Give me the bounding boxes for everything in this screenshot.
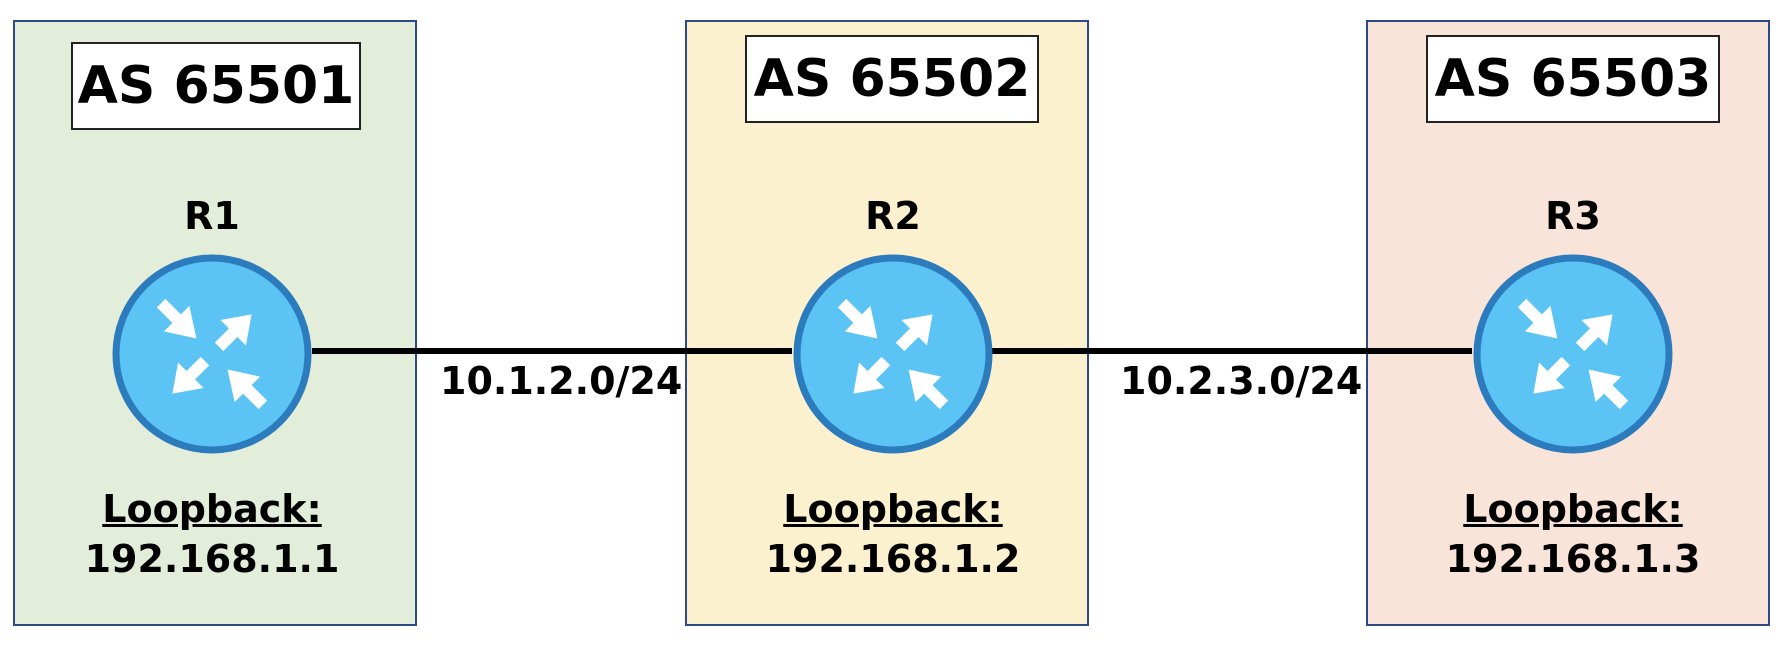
- as-label: AS 65503: [1426, 35, 1720, 123]
- loopback-info: Loopback: 192.168.1.2: [743, 484, 1043, 584]
- loopback-ip: 192.168.1.1: [84, 537, 340, 581]
- router-name: R1: [184, 194, 240, 238]
- loopback-info: Loopback: 192.168.1.1: [62, 484, 362, 584]
- router-icon: [1471, 252, 1675, 456]
- loopback-title: Loopback:: [1463, 487, 1683, 531]
- loopback-title: Loopback:: [783, 487, 1003, 531]
- subnet-label: 10.2.3.0/24: [1120, 359, 1363, 403]
- loopback-ip: 192.168.1.2: [765, 537, 1021, 581]
- router-name: R2: [865, 194, 921, 238]
- as-label: AS 65502: [745, 35, 1039, 123]
- loopback-info: Loopback: 192.168.1.3: [1423, 484, 1723, 584]
- as-label: AS 65501: [71, 42, 361, 130]
- router-icon: [791, 252, 995, 456]
- link-r2-r3: [992, 348, 1472, 354]
- router-icon: [110, 252, 314, 456]
- link-r1-r2: [312, 348, 792, 354]
- loopback-ip: 192.168.1.3: [1445, 537, 1701, 581]
- router-name: R3: [1545, 194, 1601, 238]
- loopback-title: Loopback:: [102, 487, 322, 531]
- subnet-label: 10.1.2.0/24: [440, 359, 683, 403]
